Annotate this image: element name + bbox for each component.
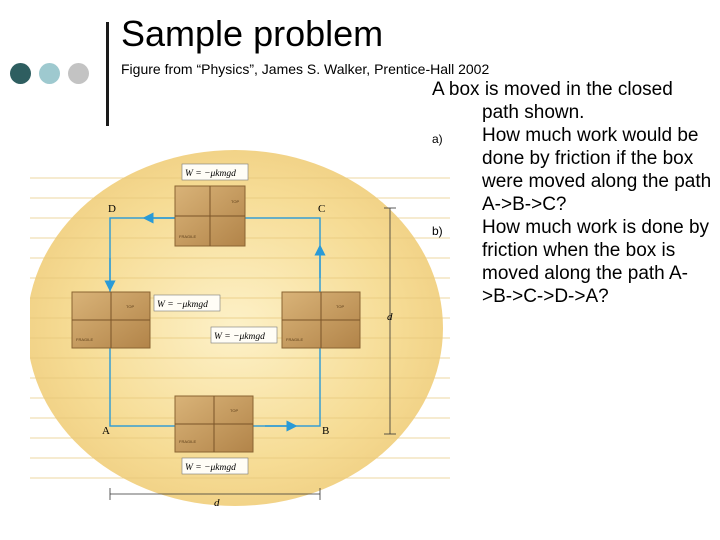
question-b: b) How much work is done by friction whe…: [432, 216, 714, 308]
box-right: TOP FRAGILE: [281, 291, 361, 349]
formula-top: W = −μkmgd: [181, 163, 249, 181]
question-a-label: a): [432, 132, 443, 146]
dot-light: [39, 63, 60, 84]
corner-d: D: [108, 203, 116, 215]
formula-left: W = −μkmgd: [153, 294, 221, 312]
svg-text:W = −μkmgd: W = −μkmgd: [214, 332, 265, 342]
question-a-text: How much work would be done by friction …: [482, 125, 712, 215]
question-b-text: How much work is done by friction when t…: [482, 217, 710, 307]
box-path-figure: D C A B TOP FRAGILE W = −μkmgd TOP FRAGI…: [30, 150, 450, 509]
corner-a: A: [102, 425, 110, 437]
slide-title: Sample problem: [121, 13, 384, 54]
svg-text:FRAGILE: FRAGILE: [286, 337, 303, 342]
formula-bottom: W = −μkmgd: [181, 457, 249, 475]
formula-right: W = −μkmgd: [210, 326, 278, 344]
svg-text:FRAGILE: FRAGILE: [179, 439, 196, 444]
svg-text:W = −μkmgd: W = −μkmgd: [157, 300, 208, 310]
dimension-right: [384, 207, 396, 435]
box-bottom: TOP FRAGILE: [174, 395, 254, 453]
dot-dark: [10, 63, 31, 84]
box-top: TOP FRAGILE: [174, 185, 246, 247]
corner-c: C: [318, 203, 325, 215]
question-a: a) How much work would be done by fricti…: [432, 124, 714, 216]
svg-text:W = −μkmgd: W = −μkmgd: [185, 463, 236, 473]
svg-text:TOP: TOP: [336, 304, 344, 309]
corner-b: B: [322, 425, 329, 437]
question-b-label: b): [432, 224, 443, 238]
svg-text:TOP: TOP: [126, 304, 134, 309]
svg-text:FRAGILE: FRAGILE: [76, 337, 93, 342]
box-fragile-label: FRAGILE: [179, 234, 196, 239]
dimension-bottom: [109, 488, 321, 500]
svg-text:W = −μkmgd: W = −μkmgd: [185, 169, 236, 179]
box-top-label: TOP: [231, 199, 239, 204]
decorative-dots: [10, 63, 90, 85]
problem-intro: A box is moved in the closed path shown.: [432, 79, 673, 123]
title-divider: [106, 22, 109, 126]
box-left: TOP FRAGILE: [71, 291, 151, 349]
problem-statement: A box is moved in the closed path shown.…: [432, 78, 714, 308]
slide-subtitle: Figure from “Physics”, James S. Walker, …: [121, 61, 490, 77]
dot-gray: [68, 63, 89, 84]
svg-text:TOP: TOP: [230, 408, 238, 413]
distance-label-right: d: [387, 311, 393, 323]
distance-label-bottom: d: [214, 497, 220, 509]
